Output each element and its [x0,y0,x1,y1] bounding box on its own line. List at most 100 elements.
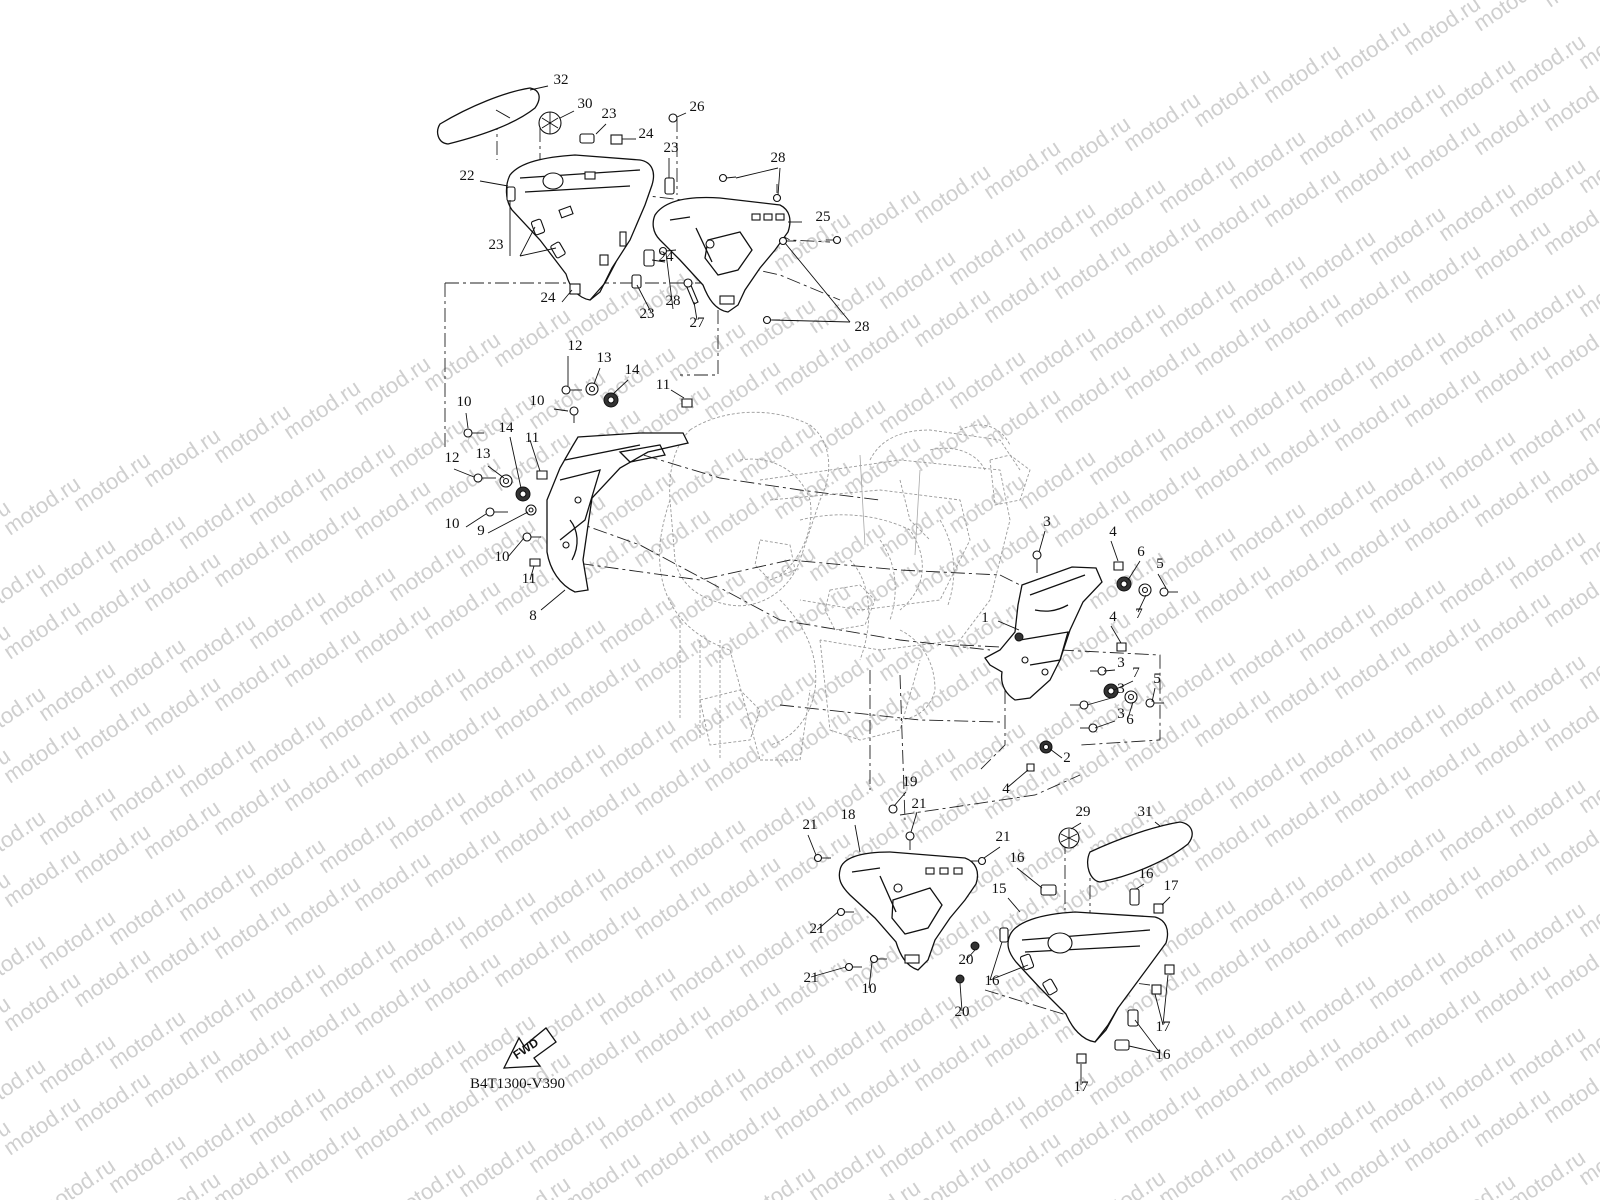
watermark-text: motod.ru [1084,173,1170,242]
watermark-text: motod.ru [734,417,820,486]
watermark-text: motod.ru [944,1089,1030,1158]
watermark-text: motod.ru [699,603,785,672]
watermark-text: motod.ru [279,1119,365,1188]
watermark-text: motod.ru [1224,869,1310,938]
watermark-text: motod.ru [1504,897,1590,966]
watermark-text: motod.ru [1399,0,1485,60]
watermark-text: motod.ru [1364,821,1450,890]
watermark-text: motod.ru [629,627,715,696]
watermark-text: motod.ru [1294,1093,1380,1162]
watermark-text: motod.ru [1014,197,1100,266]
part-8-left-stay [546,432,689,593]
watermark-text: motod.ru [769,455,855,524]
watermark-text: motod.ru [244,833,330,902]
watermark-text: motod.ru [244,585,330,654]
watermark-text: motod.ru [1364,697,1450,766]
callout-12: 12 [568,338,583,354]
watermark-text: motod.ru [69,447,155,516]
watermark-text: motod.ru [104,881,190,950]
callout-14: 14 [625,362,641,378]
watermark-text: motod.ru [209,647,295,716]
watermark-text: motod.ru [139,1043,225,1112]
watermark-text: motod.ru [874,1113,960,1182]
watermark-text: motod.ru [1189,683,1275,752]
watermark-text: motod.ru [279,499,365,568]
watermark-text: motod.ru [559,651,645,720]
watermark-text: motod.ru [314,933,400,1002]
callout-28: 28 [855,319,870,335]
watermark-text: motod.ru [594,713,680,782]
watermark-text: motod.ru [944,469,1030,538]
callout-19: 19 [903,774,918,790]
watermark-text: motod.ru [1434,53,1520,122]
watermark-text: motod.ru [699,975,785,1044]
callout-3: 3 [1117,655,1125,671]
watermark-text: motod.ru [1189,187,1275,256]
watermark-text: motod.ru [384,1033,470,1102]
watermark-text: motod.ru [1154,149,1240,218]
right-stay-hardware [1026,550,1178,772]
watermark-text: motod.ru [174,857,260,926]
watermark-text: motod.ru [1329,759,1415,828]
watermark-text: motod.ru [1364,201,1450,270]
watermark-text: motod.ru [1329,387,1415,456]
callout-3: 3 [1043,514,1051,530]
watermark-text: motod.ru [1434,549,1520,618]
watermark-text: motod.ru [804,1137,890,1200]
callout-7: 7 [1132,665,1140,681]
callout-16: 16 [1010,850,1026,866]
callout-5: 5 [1153,671,1161,687]
watermark-text: motod.ru [769,703,855,772]
watermark-text: motod.ru [244,1081,330,1150]
watermark-text: motod.ru [874,245,960,314]
watermark-text: motod.ru [664,565,750,634]
watermark-text: motod.ru [104,509,190,578]
watermark-text: motod.ru [34,905,120,974]
watermark-text: motod.ru [664,813,750,882]
watermark-text: motod.ru [174,981,260,1050]
watermark-text: motod.ru [279,747,365,816]
watermark-text: motod.ru [979,383,1065,452]
watermark-text: motod.ru [979,135,1065,204]
callout-23: 23 [640,306,655,322]
watermark-text: motod.ru [1224,373,1310,442]
callout-10: 10 [457,394,472,410]
watermark-text: motod.ru [874,617,960,686]
callout-7: 7 [1135,606,1143,622]
callout-6: 6 [1137,544,1145,560]
part-25-upper-inner-bracket [652,196,791,313]
watermark-text: motod.ru [629,1123,715,1192]
watermark-text: motod.ru [244,709,330,778]
watermark-text: motod.ru [1504,401,1590,470]
watermark-text: motod.ru [454,885,540,954]
watermark-text: motod.ru [1049,235,1135,304]
callout-9: 9 [477,523,485,539]
watermark-text: motod.ru [1189,1055,1275,1124]
watermark-text: motod.ru [349,599,435,668]
watermark-text: motod.ru [489,303,575,372]
watermark-text: motod.ru [1119,335,1205,404]
watermark-text: motod.ru [0,843,85,912]
watermark-text: motod.ru [909,779,995,848]
watermark-text: motod.ru [1259,659,1345,728]
watermark-text: motod.ru [209,895,295,964]
watermark-text: motod.ru [1434,921,1520,990]
callout-12: 12 [445,450,460,466]
callout-3: 3 [1117,681,1125,697]
callout-11: 11 [525,430,539,446]
watermark-text: motod.ru [209,1019,295,1088]
watermark-text: motod.ru [314,809,400,878]
callout-26: 26 [690,99,706,115]
watermark-text: motod.ru [1329,263,1415,332]
watermark-text: motod.ru [0,595,85,664]
watermark-text: motod.ru [1469,959,1555,1028]
watermark-text: motod.ru [1469,711,1555,780]
watermark-text: motod.ru [804,269,890,338]
watermark-text: motod.ru [769,1075,855,1144]
watermark-text: motod.ru [384,413,470,482]
watermark-text: motod.ru [1364,77,1450,146]
watermark-text: motod.ru [419,823,505,892]
watermark-text: motod.ru [1259,783,1345,852]
drawing-code: B4T1300-V390 [470,1076,565,1092]
watermark-text: motod.ru [1469,91,1555,160]
